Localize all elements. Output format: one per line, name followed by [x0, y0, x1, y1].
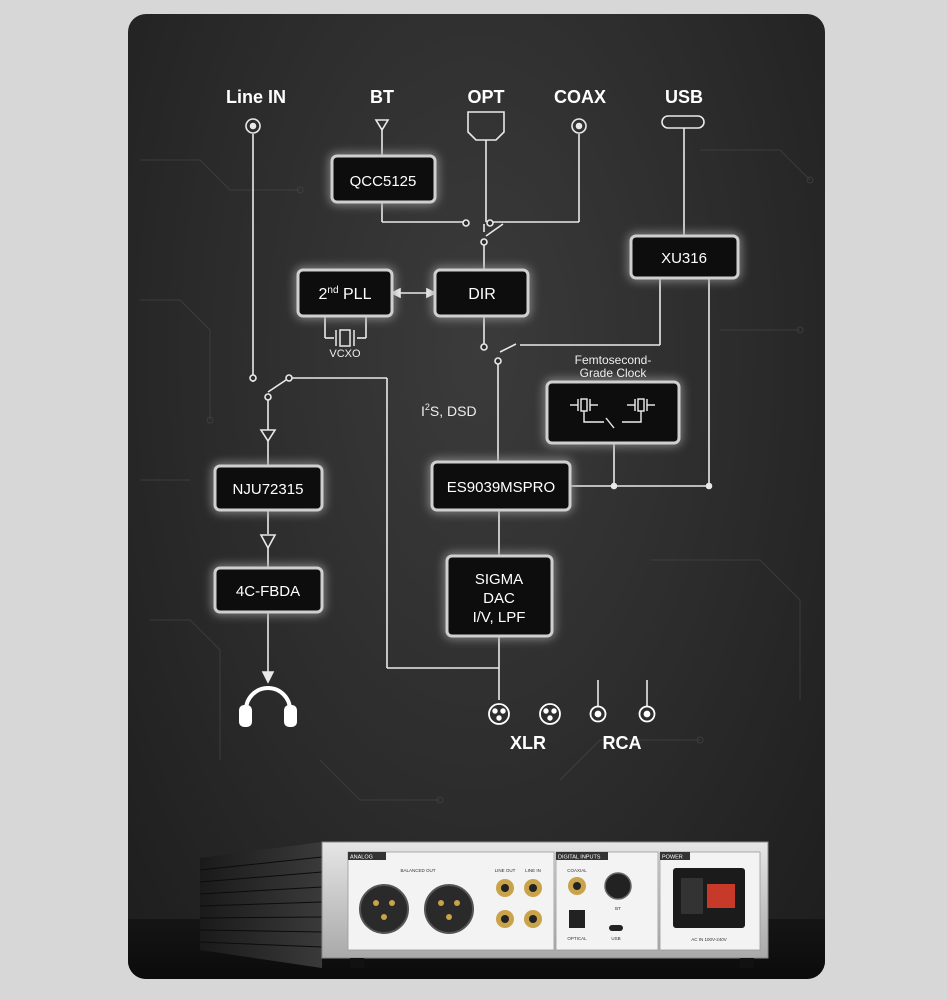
- svg-text:4C-FBDA: 4C-FBDA: [236, 583, 300, 600]
- label-usb: USB: [665, 87, 703, 107]
- arrow-head-right: [426, 287, 437, 299]
- label-opt: OPT: [467, 87, 504, 107]
- chip-xu316: XU316: [629, 234, 740, 280]
- device-rear-panel: ANALOG BALANCED OUT LINE OUT LINE IN DIG…: [199, 841, 769, 968]
- panel-optical: OPTICAL: [567, 936, 587, 941]
- chip-es9039mspro: ES9039MSPRO: [430, 460, 572, 512]
- panel-balanced-out: BALANCED OUT: [400, 868, 435, 873]
- optical-port-icon: [467, 111, 505, 141]
- chip-qcc5125: QCC5125: [330, 154, 437, 204]
- chip-blocks: QCC5125 XU316 2nd PLL DIR: [213, 154, 740, 638]
- panel-analog: ANALOG: [350, 855, 373, 861]
- chip-sigma-dac: SIGMA DAC I/V, LPF: [445, 554, 554, 638]
- signal-lines: [252, 128, 710, 706]
- input-connectors: [245, 111, 705, 141]
- svg-text:XU316: XU316: [661, 250, 707, 267]
- chip-femto-clock: [545, 380, 681, 445]
- panel-digital-inputs: DIGITAL INPUTS: [558, 855, 601, 861]
- svg-text:2nd PLL: 2nd PLL: [319, 285, 372, 303]
- svg-text:DAC: DAC: [483, 590, 515, 607]
- chip-2nd-pll: 2nd PLL: [296, 268, 394, 318]
- input-labels: Line IN BT OPT COAX USB: [226, 87, 703, 107]
- output-connectors: [488, 703, 656, 725]
- chip-dir: DIR: [433, 268, 530, 318]
- background-traces: [140, 149, 814, 804]
- panel-power: POWER: [662, 855, 683, 861]
- panel-rca-sockets: [496, 879, 542, 928]
- svg-text:DIR: DIR: [468, 286, 496, 303]
- label-coax: COAX: [554, 87, 606, 107]
- panel-usb: USB: [611, 936, 620, 941]
- label-line-in: Line IN: [226, 87, 286, 107]
- panel-ac-in: AC IN 100V-240V: [691, 937, 727, 942]
- label-femto-1: Femtosecond-: [575, 353, 652, 367]
- label-bt: BT: [370, 87, 394, 107]
- label-i2s-dsd: I2S, DSD: [421, 402, 477, 419]
- coax-jack-icon: [571, 118, 587, 134]
- block-diagram: Line IN BT OPT COAX USB QCC5125 XU316 2n…: [140, 87, 814, 968]
- panel-coaxial: COAXIAL: [567, 868, 587, 873]
- arrow-head-left: [390, 287, 401, 299]
- arrow-head-down: [261, 671, 275, 684]
- label-xlr: XLR: [510, 733, 546, 753]
- chip-4c-fbda: 4C-FBDA: [213, 566, 324, 614]
- rca-jack-icon-right: [638, 705, 656, 723]
- svg-text:ES9039MSPRO: ES9039MSPRO: [447, 479, 555, 496]
- arrow-glyphs: [259, 119, 437, 684]
- xlr-jack-icon-right: [539, 703, 561, 725]
- svg-text:NJU72315: NJU72315: [233, 481, 304, 498]
- label-rca: RCA: [603, 733, 642, 753]
- xlr-jack-icon-left: [488, 703, 510, 725]
- chip-nju72315: NJU72315: [213, 464, 324, 512]
- vcxo-crystal-icon: [335, 329, 355, 347]
- svg-text:I/V, LPF: I/V, LPF: [473, 609, 526, 626]
- panel-line-in: LINE IN: [525, 868, 541, 873]
- svg-text:SIGMA: SIGMA: [475, 571, 523, 588]
- junction-dots: [249, 219, 713, 490]
- diagram-card: Line IN BT OPT COAX USB QCC5125 XU316 2n…: [128, 14, 825, 979]
- svg-text:QCC5125: QCC5125: [350, 173, 417, 190]
- panel-xlr-sockets: [359, 884, 474, 934]
- rca-jack-icon-left: [589, 705, 607, 723]
- label-femto-2: Grade Clock: [580, 366, 648, 380]
- panel-bt: BT: [615, 906, 621, 911]
- panel-line-out: LINE OUT: [495, 868, 516, 873]
- line-in-jack-icon: [245, 118, 261, 134]
- label-vcxo: VCXO: [329, 348, 361, 360]
- usb-port-icon: [661, 115, 705, 129]
- headphones-icon: [239, 686, 297, 727]
